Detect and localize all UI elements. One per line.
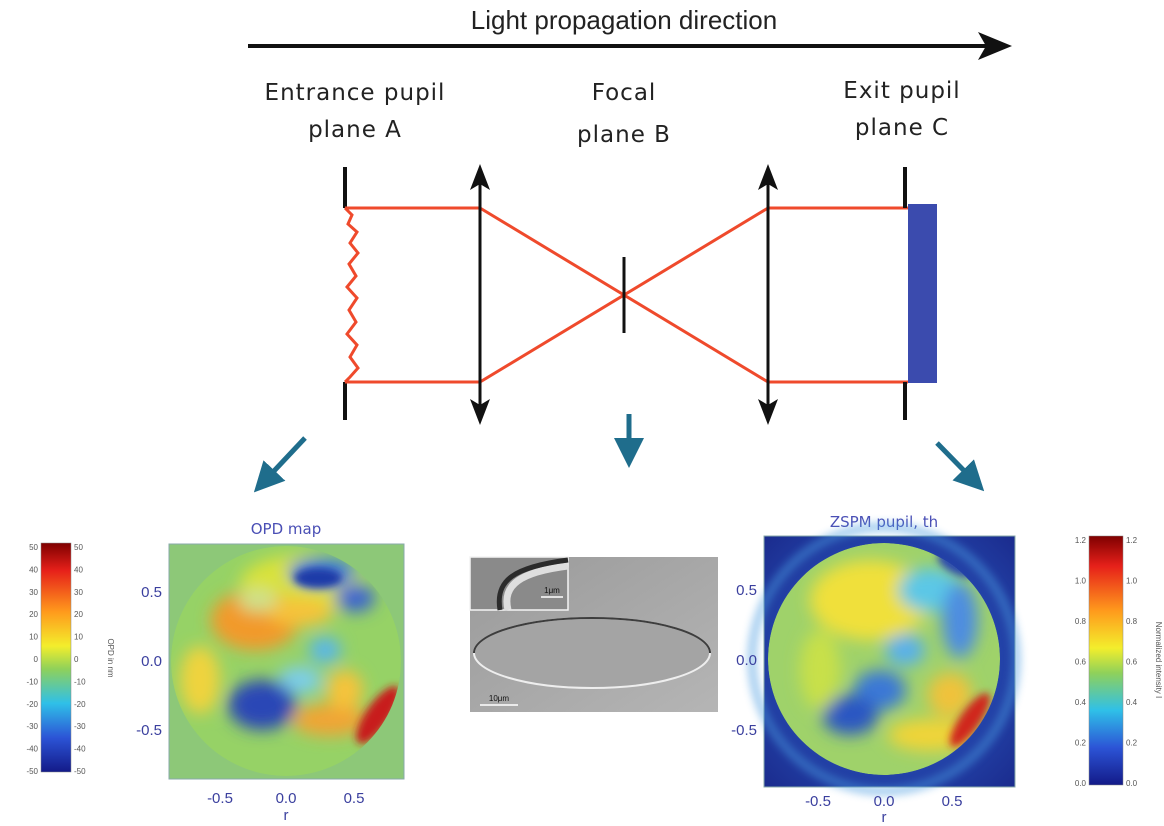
lens-1-icon bbox=[470, 164, 490, 425]
zspm_pupil-colorbar-tick-left: 1.2 bbox=[1075, 536, 1087, 545]
opd_map-xtick: 0.0 bbox=[276, 790, 297, 807]
opd_map-colorbar-tick-right: 30 bbox=[74, 588, 83, 597]
opd_map-colorbar-tick-right: 40 bbox=[74, 565, 83, 574]
opd_map-xtick: 0.5 bbox=[344, 790, 365, 807]
zspm-pupil-disk bbox=[768, 543, 1000, 775]
opd-xlabel: r bbox=[284, 807, 289, 824]
lens-2-icon bbox=[758, 164, 778, 425]
zspm_pupil-colorbar-tick-right: 0.4 bbox=[1126, 698, 1138, 707]
opd_map-colorbar-tick-left: 20 bbox=[29, 610, 38, 619]
zspm_pupil-colorbar-tick-right: 0.2 bbox=[1126, 739, 1138, 748]
zspm_pupil-ytick: 0.5 bbox=[736, 582, 757, 599]
sem-inset-scale: 1μm bbox=[544, 586, 560, 595]
zspm_pupil-xtick: -0.5 bbox=[805, 793, 831, 810]
opd_map-colorbar-tick-right: 10 bbox=[74, 633, 83, 642]
opd_map-colorbar-tick-left: 30 bbox=[29, 588, 38, 597]
opd-map-plot: OPD map 0.50.0-0.5-0 bbox=[136, 520, 405, 824]
opd_map-colorbar-tick-right: 50 bbox=[74, 543, 83, 552]
exit-pupil-block bbox=[908, 204, 937, 383]
opd-colorbar-label: OPD in nm bbox=[106, 638, 115, 677]
zspm_pupil-colorbar-tick-left: 0.4 bbox=[1075, 698, 1087, 707]
zspm_pupil-colorbar-tick-right: 0.6 bbox=[1126, 658, 1138, 667]
opd-pupil-disk bbox=[171, 546, 401, 776]
sem-main-scale: 10μm bbox=[489, 694, 510, 703]
opd_map-colorbar-tick-left: -50 bbox=[26, 767, 38, 776]
zspm_pupil-colorbar-tick-right: 1.2 bbox=[1126, 536, 1138, 545]
opd_map-colorbar-tick-right: 0 bbox=[74, 655, 79, 664]
opd-map-title: OPD map bbox=[251, 520, 322, 538]
plane-a-label-line1: Entrance pupil bbox=[265, 80, 446, 106]
opd_map-colorbar-tick-left: 0 bbox=[34, 655, 39, 664]
opd_map-colorbar-tick-left: -40 bbox=[26, 745, 38, 754]
opd_map-colorbar-tick-left: -30 bbox=[26, 722, 38, 731]
zspm_pupil-colorbar-tick-right: 0.0 bbox=[1126, 779, 1138, 788]
zspm_pupil-xtick: 0.0 bbox=[874, 793, 895, 810]
opd_map-colorbar-tick-left: -20 bbox=[26, 700, 38, 709]
pointer-arrow-opd-icon bbox=[253, 436, 307, 493]
aberrated-wavefront bbox=[343, 206, 360, 384]
opd_map-colorbar-tick-right: -50 bbox=[74, 767, 86, 776]
opd_map-colorbar-tick-left: 50 bbox=[29, 543, 38, 552]
plane-a-label-line2: plane A bbox=[308, 117, 402, 143]
plane-b-label-line2: plane B bbox=[577, 122, 671, 148]
opd_map-colorbar-tick-right: -30 bbox=[74, 722, 86, 731]
zspm_pupil-colorbar-tick-right: 0.8 bbox=[1126, 617, 1138, 626]
zspm-xlabel: r bbox=[882, 809, 887, 826]
opd_map-ytick: 0.0 bbox=[141, 653, 162, 670]
zspm-colorbar: 1.2 1.2 1.0 1.0 0.8 0.8 0.6 0.6 0.4 0.4 0.2 0.2 0.0 0… bbox=[1075, 535, 1163, 788]
zspm_pupil-colorbar-tick-left: 0.6 bbox=[1075, 658, 1087, 667]
opd_map-colorbar-tick-left: 10 bbox=[29, 633, 38, 642]
propagation-arrow-head-icon bbox=[978, 32, 1012, 60]
opd_map-colorbar-tick-left: 40 bbox=[29, 565, 38, 574]
opd_map-ytick: -0.5 bbox=[136, 722, 162, 739]
opd_map-colorbar-tick-right: -40 bbox=[74, 745, 86, 754]
zspm_pupil-colorbar-tick-left: 0.0 bbox=[1075, 779, 1087, 788]
opd_map-colorbar-tick-right: 20 bbox=[74, 610, 83, 619]
zspm_pupil-colorbar-tick-right: 1.0 bbox=[1126, 577, 1138, 586]
zspm_pupil-colorbar-tick-left: 0.8 bbox=[1075, 617, 1087, 626]
zspm_pupil-ytick: 0.0 bbox=[736, 652, 757, 669]
opd-colorbar: 50 50 40 40 30 30 20 20 10 10 0 0 -10 -10 -20 -20 -30 -30… bbox=[26, 542, 115, 776]
zspm_pupil-colorbar-tick-left: 0.2 bbox=[1075, 739, 1087, 748]
zspm_pupil-ytick: -0.5 bbox=[731, 722, 757, 739]
opd_map-ytick: 0.5 bbox=[141, 584, 162, 601]
opd_map-colorbar-tick-left: -10 bbox=[26, 677, 38, 686]
opd_map-colorbar-tick-right: -20 bbox=[74, 700, 86, 709]
pointer-arrow-zspm-icon bbox=[935, 441, 985, 492]
zspm_pupil-xtick: 0.5 bbox=[942, 793, 963, 810]
plane-c-label-line2: plane C bbox=[855, 115, 949, 141]
opd_map-colorbar-tick-right: -10 bbox=[74, 677, 86, 686]
plane-b-label-line1: Focal bbox=[592, 80, 657, 106]
zspm-colorbar-label: Normalized intensity I bbox=[1154, 622, 1163, 698]
propagation-direction-label: Light propagation direction bbox=[471, 5, 777, 35]
opd_map-xtick: -0.5 bbox=[207, 790, 233, 807]
plane-c-label-line1: Exit pupil bbox=[843, 78, 960, 104]
zspm_pupil-colorbar-tick-left: 1.0 bbox=[1075, 577, 1087, 586]
sem-image: 1μm 10μm bbox=[469, 556, 718, 712]
